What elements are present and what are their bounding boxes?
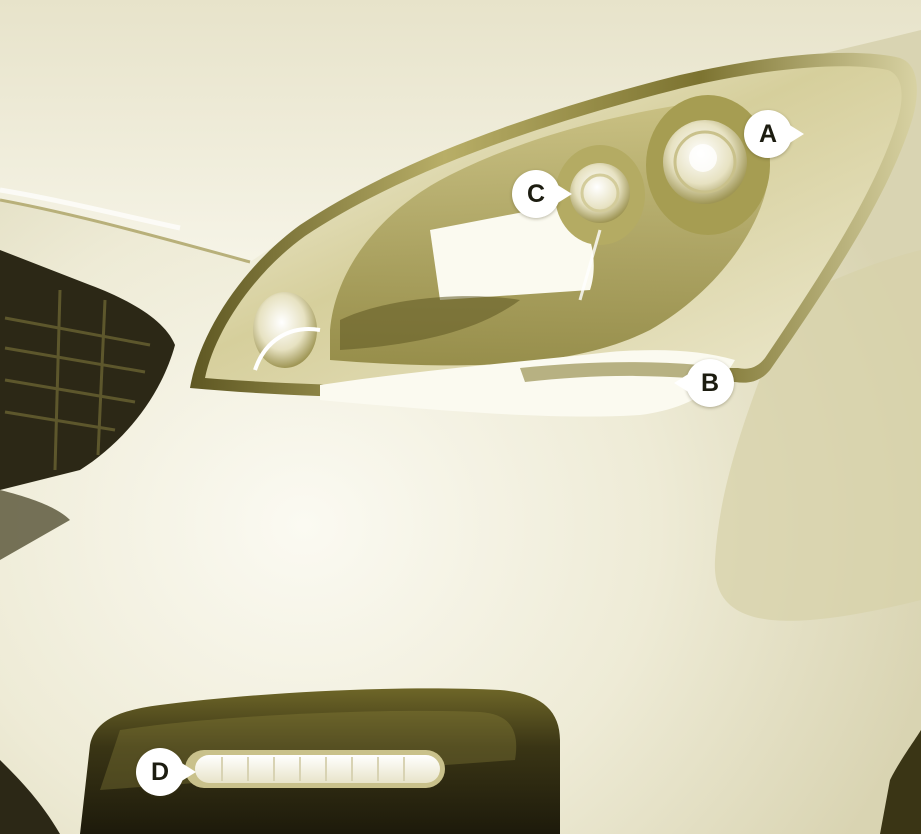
callout-a: A — [744, 110, 792, 158]
callout-b: B — [686, 359, 734, 407]
dipped-beam-lens — [570, 163, 630, 223]
callout-c: C — [512, 170, 560, 218]
callout-d: D — [136, 748, 184, 796]
